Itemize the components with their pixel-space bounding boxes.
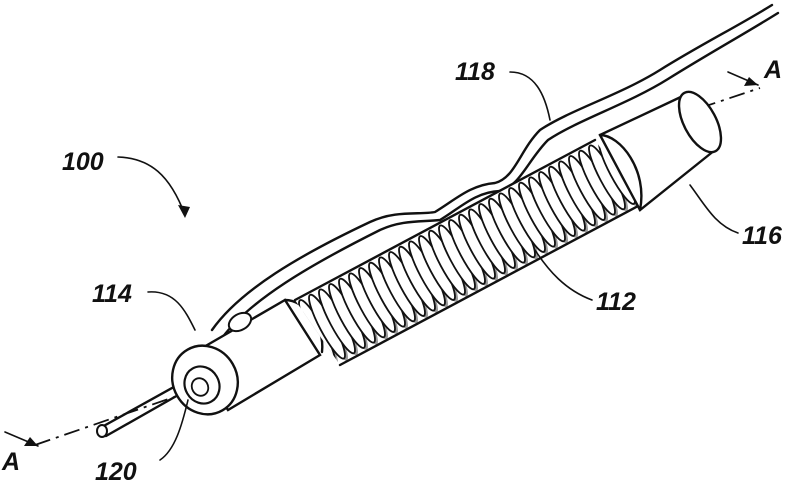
axis-arrow-left-icon <box>5 432 38 446</box>
label-118: 118 <box>455 58 495 86</box>
axis-arrow-right-icon <box>728 72 758 86</box>
label-100: 100 <box>62 148 104 176</box>
label-A-left: A <box>1 448 20 476</box>
leader-114 <box>148 292 195 330</box>
leader-116 <box>690 185 738 233</box>
label-120: 120 <box>95 458 137 484</box>
label-112: 112 <box>596 288 636 316</box>
leader-118 <box>510 72 550 120</box>
label-114: 114 <box>92 280 132 308</box>
outer-wire <box>212 5 778 338</box>
helical-coil <box>294 137 643 369</box>
leader-device-arrowhead-icon <box>178 205 190 218</box>
axis-line-left <box>35 395 180 445</box>
label-A-right: A <box>763 56 782 84</box>
proximal-cap <box>160 300 323 426</box>
label-116: 116 <box>742 222 783 250</box>
leader-120 <box>160 400 188 460</box>
leader-device <box>118 157 185 215</box>
